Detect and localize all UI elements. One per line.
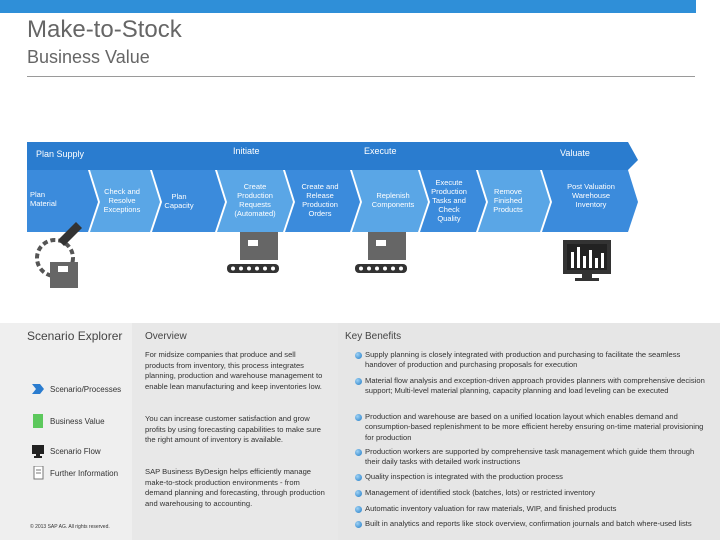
nav-further-information[interactable]: Further Information bbox=[32, 465, 119, 480]
chevron-replenish bbox=[352, 170, 428, 232]
chevron-post-valuation bbox=[542, 170, 638, 232]
chevron-create-requests bbox=[217, 170, 293, 232]
benefit-item: Production workers are supported by comp… bbox=[355, 447, 705, 468]
step-execute-tasks[interactable]: Execute Production Tasks and Check Quali… bbox=[431, 178, 467, 223]
step-plan-material[interactable]: Plan Material bbox=[30, 190, 57, 208]
conveyor-box-icon bbox=[355, 232, 407, 273]
phase-plan-supply: Plan Supply bbox=[36, 149, 85, 159]
copyright: © 2013 SAP AG. All rights reserved. bbox=[30, 524, 110, 530]
key-benefits-heading: Key Benefits bbox=[345, 331, 402, 342]
page-subtitle: Business Value bbox=[27, 47, 150, 67]
top-accent-bar bbox=[0, 0, 696, 13]
processes-icon bbox=[32, 382, 44, 396]
step-create-requests[interactable]: Create Production Requests (Automated) bbox=[234, 182, 276, 218]
chevron-remove-products bbox=[478, 170, 550, 232]
chevron-create-release bbox=[285, 170, 360, 232]
benefit-item: Quality inspection is integrated with th… bbox=[355, 472, 705, 482]
process-flow bbox=[27, 142, 638, 288]
step-plan-capacity[interactable]: Plan Capacity bbox=[164, 192, 194, 210]
nav-business-value[interactable]: Business Value bbox=[32, 414, 105, 428]
nav-scenario-processes[interactable]: Scenario/Processes bbox=[32, 382, 121, 396]
phase-initiate: Initiate bbox=[233, 146, 260, 156]
planning-gear-icon bbox=[35, 222, 82, 288]
benefit-item: Built in analytics and reports like stoc… bbox=[355, 519, 705, 529]
business-value-icon bbox=[32, 414, 44, 428]
overview-panel bbox=[132, 323, 338, 540]
overview-paragraph: For midsize companies that produce and s… bbox=[145, 350, 323, 391]
document-icon bbox=[32, 465, 44, 480]
header-divider bbox=[27, 76, 695, 77]
nav-label: Business Value bbox=[50, 416, 105, 426]
production-box-icon bbox=[227, 232, 279, 273]
page-title: Make-to-Stock bbox=[27, 16, 182, 43]
phase-execute: Execute bbox=[364, 146, 397, 156]
benefit-item: Management of identified stock (batches,… bbox=[355, 488, 705, 498]
step-replenish[interactable]: Replenish Components bbox=[371, 191, 415, 209]
phase-band-plan-supply bbox=[27, 142, 230, 170]
chevron-check-resolve bbox=[90, 170, 160, 232]
chevron-execute-tasks bbox=[420, 170, 486, 232]
benefit-item: Supply planning is closely integrated wi… bbox=[355, 350, 705, 371]
analytics-monitor-icon bbox=[563, 240, 611, 281]
step-post-valuation[interactable]: Post Valuation Warehouse Inventory bbox=[567, 182, 615, 209]
phase-band-valuate bbox=[538, 142, 638, 170]
key-benefits-panel bbox=[338, 323, 720, 540]
nav-label: Further Information bbox=[50, 468, 119, 478]
step-remove-products[interactable]: Remove Finished Products bbox=[493, 187, 523, 214]
scenario-explorer-panel bbox=[0, 323, 132, 540]
nav-label: Scenario/Processes bbox=[50, 384, 122, 394]
scenario-explorer-title: Scenario Explorer bbox=[27, 329, 123, 343]
phase-band-execute bbox=[350, 142, 550, 170]
benefit-item: Production and warehouse are based on a … bbox=[355, 412, 705, 443]
overview-heading: Overview bbox=[145, 331, 187, 342]
chevron-plan-material bbox=[27, 170, 98, 232]
benefit-item: Automatic inventory valuation for raw ma… bbox=[355, 504, 705, 514]
monitor-icon bbox=[32, 444, 44, 458]
overview-paragraph: SAP Business ByDesign helps efficiently … bbox=[145, 467, 325, 508]
overview-paragraph: You can increase customer satisfaction a… bbox=[145, 414, 322, 444]
step-check-resolve[interactable]: Check and Resolve Exceptions bbox=[103, 187, 141, 214]
step-create-release[interactable]: Create and Release Production Orders bbox=[301, 182, 339, 218]
phase-valuate: Valuate bbox=[560, 148, 590, 158]
phase-band-initiate bbox=[218, 142, 362, 170]
nav-label: Scenario Flow bbox=[50, 446, 101, 456]
benefit-item: Material flow analysis and exception-dri… bbox=[355, 376, 705, 397]
nav-scenario-flow[interactable]: Scenario Flow bbox=[32, 444, 101, 458]
chevron-plan-capacity bbox=[152, 170, 225, 232]
